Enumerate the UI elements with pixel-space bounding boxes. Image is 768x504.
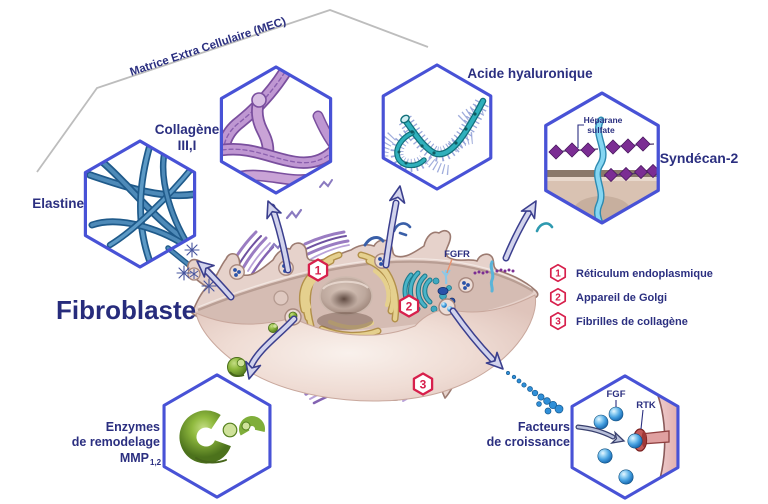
elastine-illustration bbox=[86, 141, 195, 266]
secretion-arrows bbox=[196, 185, 537, 380]
fgfr-pointer-line bbox=[446, 258, 453, 274]
enzymes-illustration bbox=[179, 410, 265, 464]
marker-golgi: 2 bbox=[398, 294, 420, 318]
svg-text:2: 2 bbox=[406, 299, 413, 313]
rtk-label: RTK bbox=[636, 400, 656, 411]
fgf-spheres bbox=[593, 406, 643, 485]
peptide-squiggle bbox=[319, 179, 333, 188]
svg-text:3: 3 bbox=[420, 377, 427, 391]
arrow-to-elastine bbox=[196, 260, 235, 301]
arrow-to-syndecan bbox=[502, 200, 537, 262]
secretion-pocket bbox=[458, 277, 474, 293]
elastine-label: Elastine bbox=[32, 196, 84, 211]
enzymes-label-line2: de remodelage bbox=[72, 435, 160, 449]
enzymes-label-line1: Enzymes bbox=[106, 420, 160, 434]
legend: 1 Réticulum endoplasmique 2 Appareil de … bbox=[549, 263, 713, 331]
mec-boundary-line bbox=[36, 9, 429, 173]
svg-text:1: 1 bbox=[315, 263, 322, 277]
legend-item-label: Appareil de Golgi bbox=[576, 292, 667, 304]
callout-acide-hyaluronique: Acide hyaluronique bbox=[381, 63, 593, 191]
callout-enzymes: Enzymes de remodelage MMP 1,2 bbox=[72, 373, 272, 499]
fgfr-label: FGFR bbox=[444, 249, 470, 260]
arrow-to-acide bbox=[382, 185, 406, 269]
fgf-label: FGF bbox=[607, 389, 626, 400]
membrane-band bbox=[652, 382, 678, 492]
arrow-to-collagene bbox=[266, 200, 292, 274]
legend-item-number: 1 bbox=[555, 269, 561, 280]
syndecan-label: Syndécan-2 bbox=[660, 150, 739, 166]
microfibril-star bbox=[176, 265, 192, 281]
peptide-squiggle bbox=[285, 208, 303, 220]
procollagen-hook bbox=[392, 222, 412, 237]
floating-molecules bbox=[176, 179, 554, 294]
secretion-pocket bbox=[229, 264, 245, 280]
membrane-syndecan bbox=[473, 260, 515, 293]
empty-vesicle bbox=[273, 290, 289, 306]
cell-belly bbox=[195, 294, 537, 402]
legend-item: 3 Fibrilles de collagène bbox=[549, 311, 688, 331]
collagene-label-line2: III,I bbox=[178, 138, 197, 153]
collagene-illustration bbox=[221, 67, 331, 186]
legend-item-label: Fibrilles de collagène bbox=[576, 316, 688, 328]
heparane-label-line2: sulfate bbox=[587, 125, 615, 135]
legend-item: 2 Appareil de Golgi bbox=[549, 287, 667, 307]
marker-reticulum: 1 bbox=[307, 258, 329, 282]
acide-illustration bbox=[383, 97, 490, 175]
cell-nucleolus bbox=[330, 289, 358, 309]
acide-label: Acide hyaluronique bbox=[467, 66, 593, 81]
callout-syndecan: Héparane sulfate Syndécan-2 bbox=[544, 91, 739, 225]
growth-factor-trail bbox=[506, 371, 564, 415]
enzymes-label-subscript: 1,2 bbox=[150, 458, 162, 467]
nucleus-shadow bbox=[317, 312, 373, 330]
microfibril-star bbox=[184, 242, 200, 258]
fibril-bundle-top-center bbox=[303, 230, 350, 260]
callout-collagene: Collagène III,I bbox=[155, 65, 333, 195]
marker-fibrilles: 3 bbox=[412, 372, 434, 396]
enzymes-label-line3: MMP bbox=[120, 451, 149, 465]
binding-arrow bbox=[575, 424, 626, 444]
mec-label: Matrice Extra Cellulaire (MEC) bbox=[129, 16, 288, 79]
callout-facteurs: FGF RTK Facteurs de croissance bbox=[487, 374, 680, 500]
legend-item-number: 3 bbox=[555, 317, 561, 328]
mmp-secreted-blobs bbox=[227, 322, 278, 377]
legend-item-label: Réticulum endoplasmique bbox=[576, 268, 713, 280]
fgfr-receptor bbox=[441, 258, 453, 285]
arrow-to-facteurs bbox=[449, 307, 504, 370]
microfibril-star bbox=[201, 278, 217, 294]
cell-markers: 1 2 3 bbox=[307, 258, 434, 396]
facteurs-label-line1: Facteurs bbox=[518, 420, 570, 434]
heparane-label-line1: Héparane bbox=[584, 115, 623, 125]
procollagen-hook-teal bbox=[535, 222, 554, 233]
arm-pocket bbox=[187, 267, 201, 281]
legend-item-number: 2 bbox=[555, 293, 561, 304]
facteurs-label-line2: de croissance bbox=[487, 435, 570, 449]
cell bbox=[187, 230, 539, 402]
collagene-label-line1: Collagène bbox=[155, 122, 220, 137]
legend-item: 1 Réticulum endoplasmique bbox=[549, 263, 713, 283]
procollagen-hook bbox=[363, 236, 385, 247]
fibroblaste-label: Fibroblaste bbox=[56, 295, 196, 325]
arrow-to-enzymes bbox=[245, 315, 298, 380]
